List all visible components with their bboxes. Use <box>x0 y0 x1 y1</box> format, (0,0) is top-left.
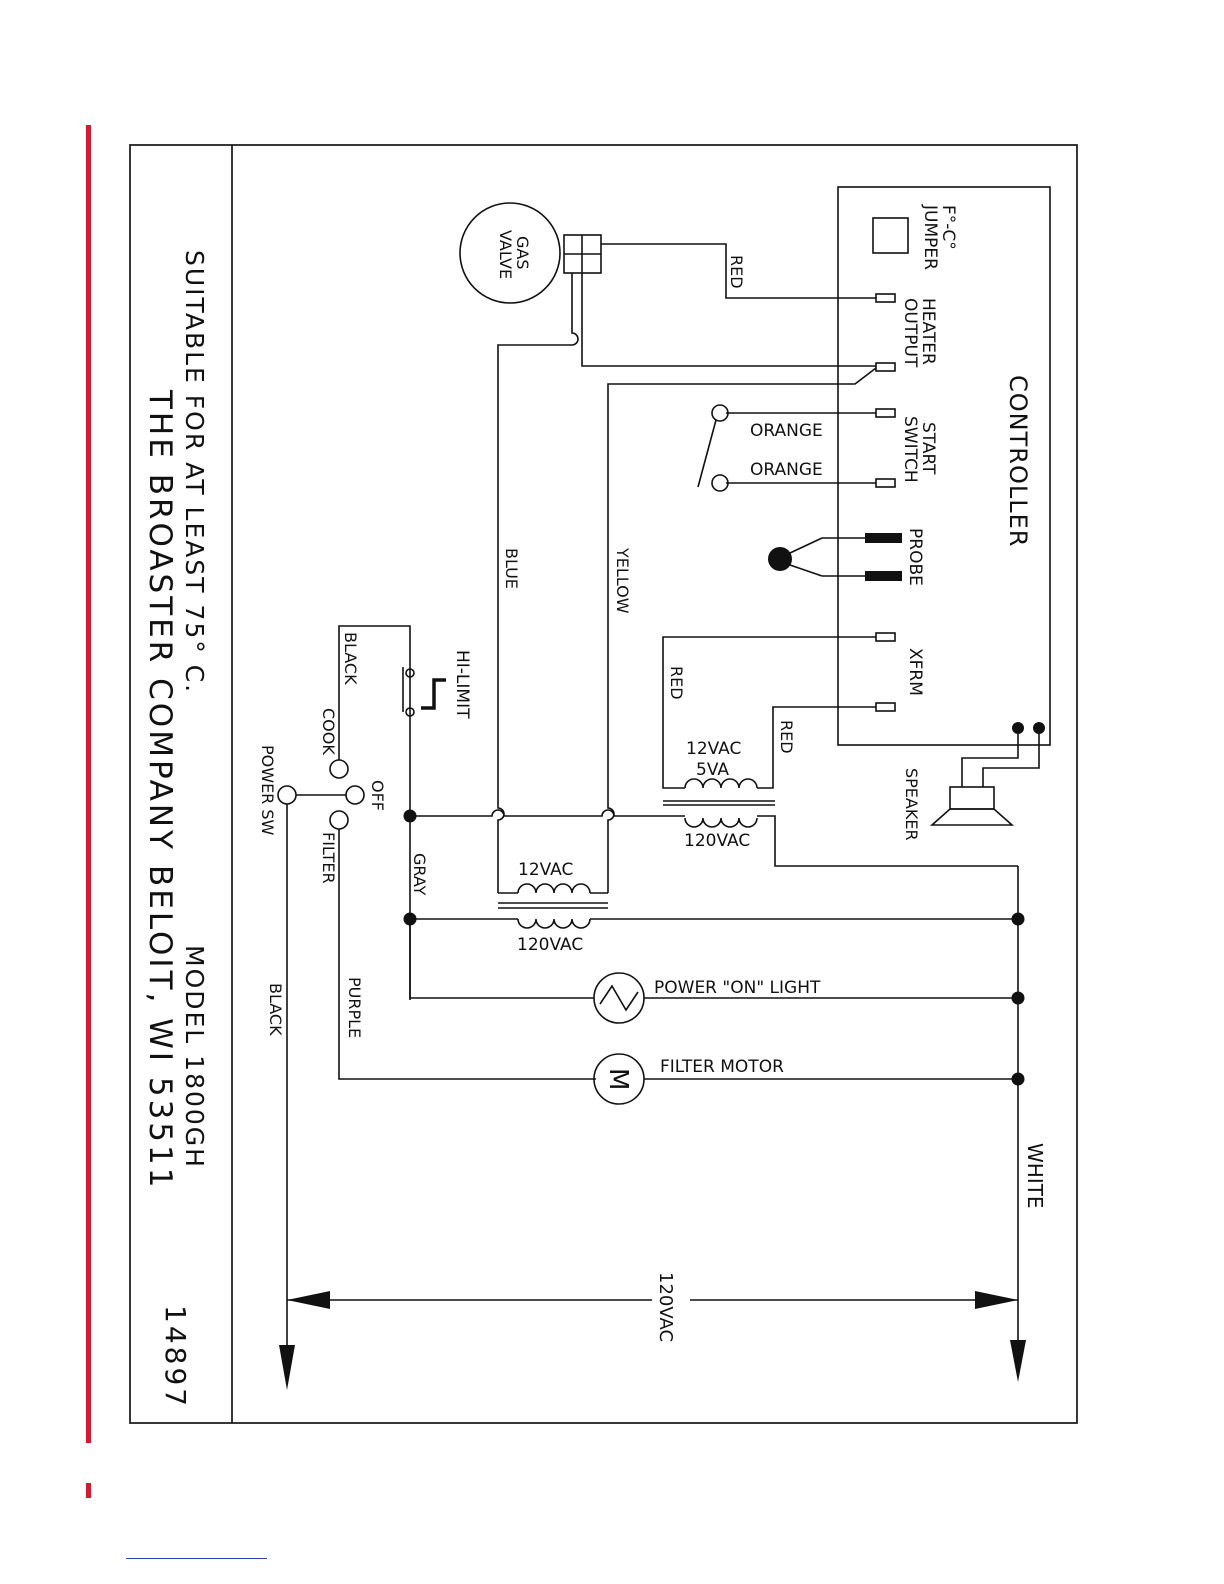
fc-jumper-block <box>872 217 909 254</box>
temperature-probe <box>768 537 865 577</box>
company-name: THE BROASTER COMPANY <box>142 389 178 852</box>
gas-valve-circle <box>459 202 561 304</box>
xfrm-label: XFRM <box>905 648 925 696</box>
power-switch: COOK OFF FILTER POWER SW <box>258 708 387 884</box>
start-label-2: SWITCH <box>900 416 920 483</box>
xfrm-red-right: RED <box>777 720 796 754</box>
gas-label-1: GAS <box>513 236 532 270</box>
power-on-light: POWER "ON" LIGHT <box>409 919 1018 1024</box>
arrow-white <box>1010 1340 1026 1382</box>
company-city: BELOIT, WI 53511 <box>142 865 178 1190</box>
hi-limit-label: HI-LIMIT <box>452 650 472 719</box>
orange-label-1: ORANGE <box>750 421 823 441</box>
junction-1 <box>403 809 417 823</box>
terminal-xfrm-2 <box>875 702 896 712</box>
drawing-number: 14897 <box>159 1305 192 1409</box>
yellow-label: YELLOW <box>613 547 632 614</box>
supply-dimension: 120VAC <box>287 1272 1018 1342</box>
white-label: WHITE <box>1023 1143 1047 1209</box>
xfrm-primary-voltage: 120VAC <box>684 831 750 851</box>
terminal-xfrm-1 <box>875 632 896 642</box>
tr2-primary: 120VAC <box>517 935 583 955</box>
power-light-label: POWER "ON" LIGHT <box>654 978 821 998</box>
power-sw-label: POWER SW <box>258 745 277 836</box>
probe-label: PROBE <box>905 528 925 586</box>
off-label: OFF <box>368 780 387 811</box>
cook-label: COOK <box>319 708 338 755</box>
wire-red-gas <box>601 243 876 299</box>
rating-note: SUITABLE FOR AT LEAST 75° C. <box>180 250 209 694</box>
heater-label-1: HEATER <box>918 298 938 365</box>
red-gas-label: RED <box>727 255 746 289</box>
blue-label: BLUE <box>502 548 521 589</box>
wire-xfrm-hot <box>410 809 685 817</box>
filter-motor: M FILTER MOTOR <box>593 1053 1018 1105</box>
ignition-transformer: 12VAC 120VAC <box>410 860 1018 955</box>
terminal-heater-2 <box>875 362 896 372</box>
speaker-label: SPEAKER <box>902 768 921 841</box>
gas-valve: GAS VALVE <box>459 202 602 304</box>
supply-label: 120VAC <box>655 1272 676 1342</box>
jumper-label-1: F°-C° <box>938 205 958 250</box>
speaker-terminal-1 <box>1012 722 1024 734</box>
hi-limit: HI-LIMIT <box>402 650 472 719</box>
wire-purple <box>338 829 596 1080</box>
diagram-frame <box>129 144 1078 1424</box>
filter-motor-label: FILTER MOTOR <box>660 1057 784 1077</box>
gray-label: GRAY <box>410 853 429 896</box>
speaker-terminal-2 <box>1033 722 1045 734</box>
heater-label-2: OUTPUT <box>900 298 920 368</box>
xfrm-secondary-va: 5VA <box>696 760 729 780</box>
arrow-black <box>279 1345 295 1390</box>
start-label-1: START <box>918 422 938 475</box>
xfrm-red-left: RED <box>667 666 686 700</box>
tr2-secondary: 12VAC <box>518 860 573 880</box>
terminal-probe-1 <box>865 533 902 543</box>
left-accent-bar <box>86 125 91 1443</box>
controller-title: CONTROLLER <box>1004 375 1032 547</box>
control-transformer: RED RED 12VAC 5VA 120VAC <box>662 636 876 851</box>
black-bottom-label: BLACK <box>266 983 285 1036</box>
xfrm-secondary-voltage: 12VAC <box>686 739 741 759</box>
controller: CONTROLLER F°-C° JUMPER HEATER OUTPUT ST… <box>837 186 1051 746</box>
wire-gas-heater <box>581 273 876 367</box>
motor-symbol: M <box>603 1068 633 1090</box>
speaker: SPEAKER <box>902 734 1040 841</box>
orange-label-2: ORANGE <box>750 460 823 480</box>
terminal-heater-1 <box>875 293 896 303</box>
title-block: SUITABLE FOR AT LEAST 75° C. THE BROASTE… <box>142 250 209 1409</box>
controller-box <box>837 186 1051 746</box>
start-switch: ORANGE ORANGE <box>697 404 876 492</box>
terminal-start-2 <box>875 478 896 488</box>
wire-xfrm-neutral <box>757 815 1018 867</box>
filter-label: FILTER <box>319 832 338 884</box>
terminal-probe-2 <box>865 571 902 581</box>
gas-label-2: VALVE <box>496 230 515 279</box>
jumper-label-2: JUMPER <box>920 204 940 270</box>
model-number: MODEL 1800GH <box>180 945 209 1169</box>
left-accent-mark <box>86 1483 91 1498</box>
purple-label: PURPLE <box>345 977 364 1038</box>
footer-link-rule <box>126 1558 267 1559</box>
terminal-start-1 <box>875 408 896 418</box>
black-top-label: BLACK <box>341 632 360 685</box>
wire-blue <box>497 273 579 893</box>
wire-yellow <box>607 367 877 893</box>
